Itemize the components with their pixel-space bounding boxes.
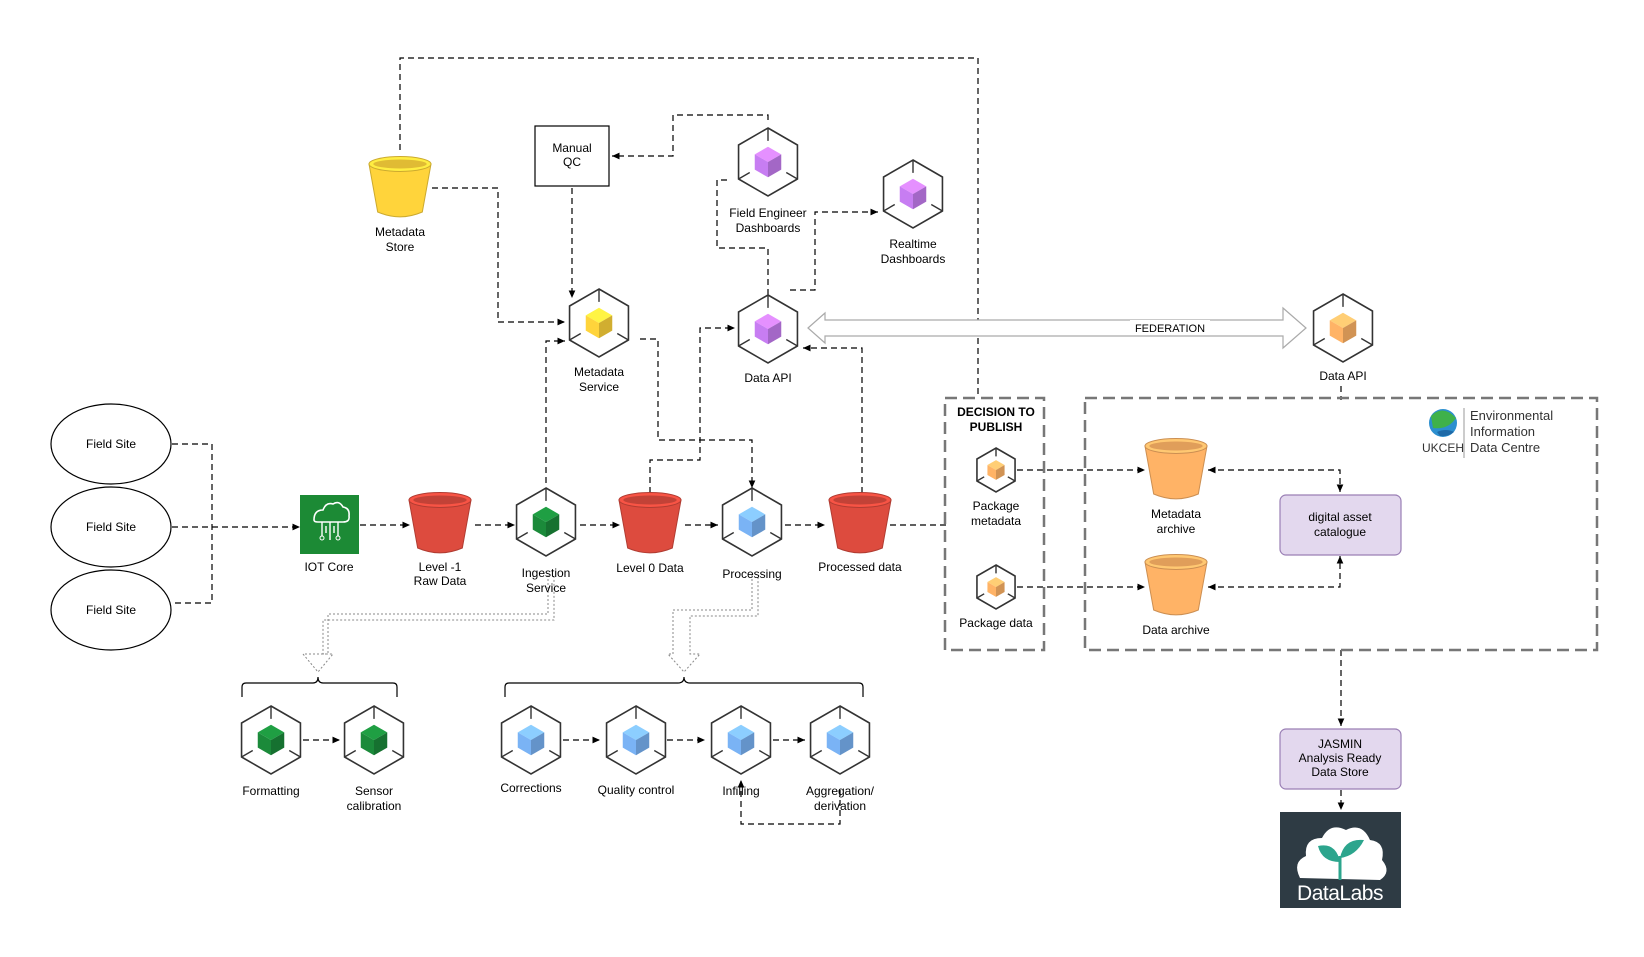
- metadata-service-line2: Service: [579, 380, 619, 394]
- manual-qc-line2: QC: [563, 155, 581, 169]
- eidc-line3: Data Centre: [1470, 440, 1540, 455]
- processing-label: Processing: [722, 567, 781, 581]
- jasmin-line3: Data Store: [1311, 765, 1369, 779]
- connector-site-merge: [172, 443, 213, 604]
- infilling-label: Infilling: [722, 784, 759, 798]
- field-site-1[interactable]: [50, 403, 172, 485]
- metadata-archive-line2: archive: [1157, 522, 1196, 536]
- iot-core-label: IOT Core: [304, 560, 353, 574]
- catalogue-line1: digital asset: [1308, 510, 1372, 524]
- realtime-dashboards-cube[interactable]: [882, 159, 944, 229]
- sensor-calibration-cube[interactable]: [343, 705, 405, 775]
- eidc-box: [1083, 396, 1599, 652]
- datalabs-label: DataLabs: [1297, 882, 1383, 905]
- data-api-label: Data API: [744, 371, 791, 385]
- decision-box: [943, 396, 1046, 652]
- connector-top-loop: [399, 57, 979, 398]
- level-0-data-bucket[interactable]: [618, 492, 682, 554]
- iot-core[interactable]: IOT Core: [300, 495, 359, 574]
- metadata-service-line1: Metadata: [574, 365, 624, 379]
- formatting-cube[interactable]: [240, 705, 302, 775]
- field-site-1-label: Field Site: [86, 437, 136, 451]
- data-archive-bucket[interactable]: [1144, 554, 1208, 616]
- catalogue-line2: catalogue: [1314, 525, 1366, 539]
- jasmin-store[interactable]: JASMIN Analysis Ready Data Store: [1279, 728, 1402, 790]
- corrections-label: Corrections: [500, 781, 561, 795]
- ingestion-service-cube[interactable]: [515, 487, 577, 557]
- datalabs-logo[interactable]: DataLabs: [1280, 812, 1401, 908]
- field-engineer-dashboards-cube[interactable]: [737, 127, 799, 197]
- metadata-store-bucket[interactable]: [368, 156, 432, 218]
- ingestion-line1: Ingestion: [522, 566, 571, 580]
- package-metadata-line2: metadata: [971, 514, 1021, 528]
- level0-label: Level 0 Data: [616, 561, 684, 575]
- data-api-cube[interactable]: [737, 294, 799, 364]
- sensor-calibration-line1: Sensor: [355, 784, 393, 798]
- group-arrows: [301, 575, 759, 673]
- aggregation-line1: Aggregation/: [806, 784, 875, 798]
- package-metadata-line1: Package: [973, 499, 1020, 513]
- metadata-archive-bucket[interactable]: [1144, 438, 1208, 500]
- metadata-service-cube[interactable]: [568, 288, 630, 358]
- realtime-line2: Dashboards: [881, 252, 946, 266]
- field-engineer-line2: Dashboards: [736, 221, 801, 235]
- level-1-line2: Raw Data: [414, 574, 467, 588]
- field-site-3[interactable]: [50, 569, 172, 651]
- field-sites: Field Site Field Site Field Site: [50, 403, 172, 651]
- federation-arrow: FEDERATION: [807, 306, 1307, 350]
- manual-qc[interactable]: Manual QC: [534, 125, 610, 187]
- metadata-archive-line1: Metadata: [1151, 507, 1201, 521]
- package-data-cube[interactable]: [976, 564, 1016, 610]
- field-engineer-line1: Field Engineer: [729, 206, 806, 220]
- remote-data-api-label: Data API: [1319, 369, 1366, 383]
- metadata-store-line2: Store: [386, 240, 415, 254]
- eidc-line2: Information: [1470, 424, 1535, 439]
- aggregation-derivation-cube[interactable]: [809, 705, 871, 775]
- eidc-line1: Environmental: [1470, 408, 1553, 423]
- package-metadata-cube[interactable]: [976, 447, 1016, 493]
- realtime-line1: Realtime: [889, 237, 937, 251]
- level-1-line1: Level -1: [419, 560, 462, 574]
- field-site-2[interactable]: [50, 486, 172, 568]
- remote-data-api-cube[interactable]: [1312, 293, 1374, 363]
- processed-data-bucket[interactable]: [828, 492, 892, 554]
- corrections-cube[interactable]: [500, 705, 562, 775]
- field-site-2-label: Field Site: [86, 520, 136, 534]
- eidc-org: UKCEH: [1422, 441, 1464, 455]
- quality-control-label: Quality control: [598, 783, 675, 797]
- processing-cube[interactable]: [721, 487, 783, 557]
- formatting-label: Formatting: [242, 784, 299, 798]
- quality-control-cube[interactable]: [605, 705, 667, 775]
- manual-qc-line1: Manual: [552, 141, 591, 155]
- jasmin-line1: JASMIN: [1318, 737, 1362, 751]
- decision-line1: DECISION TO: [957, 405, 1035, 419]
- ingestion-line2: Service: [526, 581, 566, 595]
- infilling-cube[interactable]: [710, 705, 772, 775]
- group-braces: [241, 676, 864, 697]
- aggregation-line2: derivation: [814, 799, 866, 813]
- field-site-3-label: Field Site: [86, 603, 136, 617]
- federation-label: FEDERATION: [1135, 323, 1205, 335]
- level-1-raw-data-bucket[interactable]: [408, 492, 472, 554]
- labels: Metadata Store Level -1 Raw Data Ingesti…: [242, 206, 1366, 813]
- digital-asset-catalogue[interactable]: digital asset catalogue: [1279, 494, 1402, 556]
- data-archive-label: Data archive: [1142, 623, 1210, 637]
- connectors: [172, 57, 1345, 825]
- metadata-store-line1: Metadata: [375, 225, 425, 239]
- eidc-logo: UKCEH Environmental Information Data Cen…: [1422, 408, 1553, 458]
- jasmin-line2: Analysis Ready: [1299, 751, 1382, 765]
- processed-data-label: Processed data: [818, 560, 902, 574]
- decision-line2: PUBLISH: [970, 420, 1023, 434]
- package-data-label: Package data: [959, 616, 1033, 630]
- sensor-calibration-line2: calibration: [347, 799, 402, 813]
